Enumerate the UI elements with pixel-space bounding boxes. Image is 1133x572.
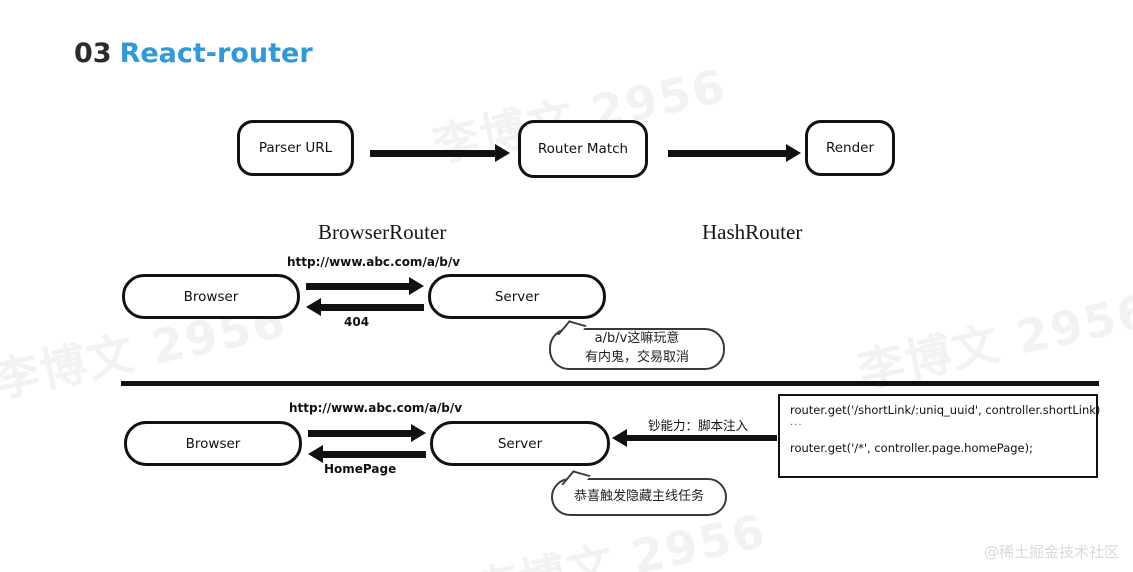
- code-line-spacer: [790, 429, 1088, 442]
- node-label: Browser: [185, 435, 241, 452]
- arrow-head: [411, 424, 426, 442]
- bubble-line-1: a/b/v这嘛玩意: [594, 331, 680, 347]
- flow-node-label: Parser URL: [258, 140, 333, 156]
- arrow-shaft: [668, 149, 788, 157]
- section-divider: [121, 381, 1099, 386]
- arrow-head: [612, 429, 627, 447]
- page-title-number: 03: [74, 38, 112, 69]
- hash-router-speech-bubble: 恭喜触发隐藏主线任务: [551, 470, 727, 516]
- browser-router-server-box: Server: [428, 274, 606, 319]
- code-line-2: ...: [790, 417, 803, 429]
- flow-node-router-match: Router Match: [518, 120, 648, 178]
- bubble-line-2: 有内鬼，交易取消: [584, 350, 689, 365]
- flow-node-label: Router Match: [537, 141, 629, 157]
- node-label: Server: [494, 288, 540, 305]
- hash-router-code-block: router.get('/shortLink/:uniq_uuid', cont…: [778, 394, 1101, 478]
- hash-router-client-box: Browser: [124, 421, 302, 466]
- code-line-3: router.get('/*', controller.page.homePag…: [790, 440, 1033, 455]
- hash-router-server-box: Server: [430, 421, 610, 466]
- arrow-head: [495, 144, 510, 162]
- section-title-hash-router: HashRouter: [702, 220, 803, 244]
- hash-router-injection-label: 钞能力：脚本注入: [648, 418, 749, 433]
- flow-node-render: Render: [805, 120, 895, 176]
- community-credit: @稀土掘金技术社区: [983, 543, 1119, 561]
- code-line-1: router.get('/shortLink/:uniq_uuid', cont…: [790, 403, 1101, 417]
- arrow-head: [308, 445, 323, 463]
- arrow-shaft: [306, 282, 411, 290]
- arrow-head: [786, 144, 801, 162]
- node-label: Server: [497, 435, 543, 452]
- arrow-shaft: [308, 429, 413, 437]
- section-title-browser-router: BrowserRouter: [318, 220, 447, 244]
- arrow-shaft: [370, 149, 497, 157]
- node-label: Browser: [183, 288, 239, 305]
- arrow-head: [306, 298, 321, 316]
- page-title-text: React-router: [119, 38, 313, 69]
- hash-router-response-label: HomePage: [324, 462, 397, 476]
- arrow-shaft: [321, 450, 426, 458]
- browser-router-client-box: Browser: [122, 274, 300, 319]
- browser-router-request-url: http://www.abc.com/a/b/v: [287, 255, 461, 269]
- browser-router-speech-bubble: a/b/v这嘛玩意 有内鬼，交易取消: [549, 320, 725, 370]
- arrow-shaft: [319, 303, 424, 311]
- hash-router-request-url: http://www.abc.com/a/b/v: [289, 401, 463, 415]
- browser-router-response-label: 404: [344, 315, 370, 329]
- bubble-line-1: 恭喜触发隐藏主线任务: [573, 488, 704, 504]
- bubble-tail: [557, 320, 587, 340]
- arrow-head: [409, 277, 424, 295]
- flow-node-label: Render: [825, 140, 875, 156]
- flow-node-parser-url: Parser URL: [237, 120, 354, 176]
- arrow-shaft: [625, 435, 777, 441]
